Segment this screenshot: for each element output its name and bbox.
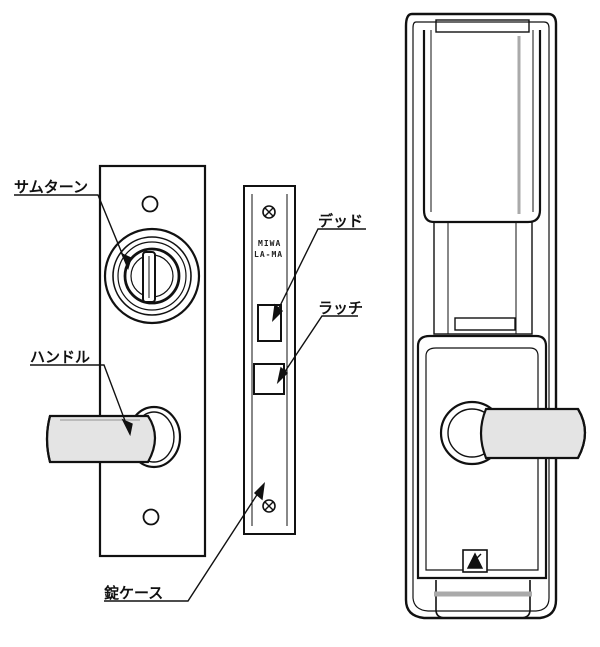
label-handle: ハンドル (30, 348, 90, 366)
plate-screw-hole-bottom (142, 508, 160, 526)
lock-case-assembly (243, 185, 296, 535)
manufacturer-logo-icon (462, 549, 488, 573)
side-lever-handle (439, 400, 587, 466)
leader-thumbturn (14, 194, 129, 269)
lower-housing (416, 334, 548, 619)
lever-handle (45, 405, 182, 469)
leader-latch (277, 315, 358, 383)
faceplate-stamp-line1: MIWA (258, 239, 281, 248)
leader-lock-case (104, 483, 265, 602)
label-latch: ラッチ (318, 299, 363, 317)
label-thumbturn: サムターン (14, 178, 88, 196)
escutcheon-plate (98, 164, 207, 558)
faceplate-stamp-line2: LA-MA (254, 250, 283, 259)
side-view-assembly (404, 12, 587, 620)
label-deadbolt: デッド (318, 212, 363, 230)
faceplate-screw-top (262, 205, 276, 219)
label-lock-case: 錠ケース (104, 584, 163, 602)
leader-handle (30, 364, 131, 435)
plate-screw-hole-top (141, 195, 159, 213)
thumbturn-knob (103, 227, 201, 325)
leader-lines (14, 194, 366, 602)
center-shaft (433, 221, 533, 335)
leader-deadbolt (272, 228, 366, 321)
faceplate-screw-bottom (262, 499, 276, 513)
